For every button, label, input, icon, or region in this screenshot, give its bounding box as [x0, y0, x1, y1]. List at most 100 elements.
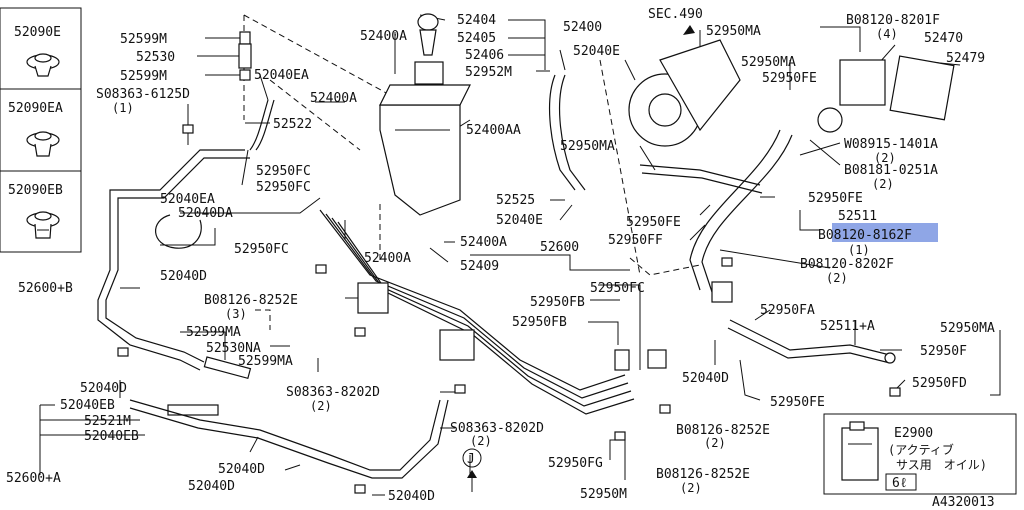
- callout-52040D-f[interactable]: 52040D: [682, 371, 729, 386]
- callout-08363-6125D[interactable]: S08363-6125D: [96, 87, 190, 102]
- callout-sec490[interactable]: SEC.490: [648, 7, 703, 22]
- callout-52600A[interactable]: 52600+A: [6, 471, 61, 486]
- callout-52040D-c[interactable]: 52040D: [218, 462, 265, 477]
- callout-08120-8162F[interactable]: B08120-8162F: [818, 228, 912, 243]
- damper-icon: [711, 281, 733, 303]
- hose-52530NA-icon: [203, 356, 252, 380]
- callout-52040E[interactable]: 52040E: [573, 44, 620, 59]
- callout-08126-8252E-qty: (3): [225, 307, 247, 321]
- callout-52040D-e[interactable]: 52040D: [388, 489, 435, 504]
- clip-52950FB-icon: [614, 349, 630, 371]
- callout-52479[interactable]: 52479: [946, 51, 985, 66]
- inset-fluid-box: E2900 (アクティブ サス用 オイル) 6ℓ: [823, 413, 1017, 495]
- callout-52599M-b[interactable]: 52599M: [120, 69, 167, 84]
- inset-part-code[interactable]: E2900: [894, 426, 933, 441]
- callout-52405[interactable]: 52405: [457, 31, 496, 46]
- legend-code-52090EA: 52090EA: [8, 101, 63, 116]
- clamp-52599M-b-icon: [239, 69, 251, 81]
- callout-52406[interactable]: 52406: [465, 48, 504, 63]
- callout-52950FE-c[interactable]: 52950FE: [808, 191, 863, 206]
- callout-52950MA[interactable]: 52950MA: [706, 24, 761, 39]
- callout-52950FD[interactable]: 52950FD: [912, 376, 967, 391]
- callout-52040EB[interactable]: 52040EB: [60, 398, 115, 413]
- callout-52950FF[interactable]: 52950FF: [608, 233, 663, 248]
- callout-52040EA[interactable]: 52040EA: [254, 68, 309, 83]
- callout-52404[interactable]: 52404: [457, 13, 496, 28]
- callout-52950FC-d[interactable]: 52950FC: [590, 281, 645, 296]
- callout-08181-0251A[interactable]: B08181-0251A: [844, 163, 938, 178]
- callout-52950FC[interactable]: 52950FC: [256, 164, 311, 179]
- callout-52400A[interactable]: 52400A: [310, 91, 357, 106]
- callout-52950FC-b[interactable]: 52950FC: [256, 180, 311, 195]
- callout-labels: 52599M 52530 52599M 52040EA S08363-6125D…: [6, 7, 995, 504]
- callout-52600B[interactable]: 52600+B: [18, 281, 73, 296]
- callout-08120-8201F[interactable]: B08120-8201F: [846, 13, 940, 28]
- callout-52600[interactable]: 52600: [540, 240, 579, 255]
- callout-52040D[interactable]: 52040D: [160, 269, 207, 284]
- callout-52950FA[interactable]: 52950FA: [760, 303, 815, 318]
- diagram-id: A4320013: [932, 495, 995, 510]
- callout-52400A-d[interactable]: 52400A: [364, 251, 411, 266]
- callout-52530[interactable]: 52530: [136, 50, 175, 65]
- callout-52950FB[interactable]: 52950FB: [530, 295, 585, 310]
- ref-j-label: J: [467, 452, 475, 467]
- clip-52090E-icon: [26, 53, 60, 77]
- callout-52040E-b[interactable]: 52040E: [496, 213, 543, 228]
- callout-52952M[interactable]: 52952M: [465, 65, 512, 80]
- callout-52400A-b[interactable]: 52400A: [360, 29, 407, 44]
- highlight-08120-8162F: [832, 223, 938, 242]
- callout-52950FE-d[interactable]: 52950FE: [770, 395, 825, 410]
- inset-note-2: サス用 オイル): [896, 458, 987, 472]
- callout-52599M[interactable]: 52599M: [120, 32, 167, 47]
- callout-52950FE[interactable]: 52950FE: [762, 71, 817, 86]
- callout-52599MA-b[interactable]: 52599MA: [238, 354, 293, 369]
- valve-52470-icon: [817, 55, 955, 133]
- callout-52511[interactable]: 52511: [838, 209, 877, 224]
- callout-52950FC-c[interactable]: 52950FC: [234, 242, 289, 257]
- callout-08126-8252E-c[interactable]: B08126-8252E: [656, 467, 750, 482]
- callout-52040DA[interactable]: 52040DA: [178, 206, 233, 221]
- callout-52950MA-c[interactable]: 52950MA: [560, 139, 615, 154]
- sec-arrow-icon: [683, 25, 695, 35]
- callout-52530NA[interactable]: 52530NA: [206, 341, 261, 356]
- callout-52950FE-b[interactable]: 52950FE: [626, 215, 681, 230]
- inset-qty: 6ℓ: [892, 476, 908, 491]
- callout-52950FG[interactable]: 52950FG: [548, 456, 603, 471]
- callout-08363-6125D-qty: (1): [112, 101, 134, 115]
- callout-08120-8202F-qty: (2): [826, 271, 848, 285]
- callout-52525[interactable]: 52525: [496, 193, 535, 208]
- callout-52950F[interactable]: 52950F: [920, 344, 967, 359]
- callout-52511A[interactable]: 52511+A: [820, 319, 875, 334]
- callout-52400[interactable]: 52400: [563, 20, 602, 35]
- callout-08126-8252E-b[interactable]: B08126-8252E: [676, 423, 770, 438]
- callout-52040EB-b[interactable]: 52040EB: [84, 429, 139, 444]
- callout-52040D-d[interactable]: 52040D: [188, 479, 235, 494]
- callout-08126-8252E-c-qty: (2): [680, 481, 702, 495]
- callout-08126-8252E[interactable]: B08126-8252E: [204, 293, 298, 308]
- callout-08363-8202D-b[interactable]: S08363-8202D: [450, 421, 544, 436]
- callout-52409[interactable]: 52409: [460, 259, 499, 274]
- legend-panel: 52090E 52090EA 52090EB: [0, 7, 82, 253]
- callout-52599MA[interactable]: 52599MA: [186, 325, 241, 340]
- bracket-2-icon: [439, 329, 475, 361]
- callout-52521M[interactable]: 52521M: [84, 414, 131, 429]
- hose-52521M-icon: [167, 404, 219, 416]
- callout-52950M[interactable]: 52950M: [580, 487, 627, 502]
- clamp-52599M-icon: [239, 31, 251, 45]
- callout-52040D-b[interactable]: 52040D: [80, 381, 127, 396]
- callout-52470[interactable]: 52470: [924, 31, 963, 46]
- legend-code-52090EB: 52090EB: [8, 183, 63, 198]
- callout-08120-8202F[interactable]: B08120-8202F: [800, 257, 894, 272]
- callout-52400AA[interactable]: 52400AA: [466, 123, 521, 138]
- callout-52950FB-b[interactable]: 52950FB: [512, 315, 567, 330]
- callout-08363-8202D[interactable]: S08363-8202D: [286, 385, 380, 400]
- pump-sec490-icon: [628, 39, 741, 147]
- callout-08915-1401A[interactable]: W08915-1401A: [844, 137, 938, 152]
- callout-52040EA-b[interactable]: 52040EA: [160, 192, 215, 207]
- callout-52950MA-d[interactable]: 52950MA: [940, 321, 995, 336]
- callout-08120-8201F-qty: (4): [876, 27, 898, 41]
- callout-52400A-c[interactable]: 52400A: [460, 235, 507, 250]
- callout-52950MA-b[interactable]: 52950MA: [741, 55, 796, 70]
- callout-52522[interactable]: 52522: [273, 117, 312, 132]
